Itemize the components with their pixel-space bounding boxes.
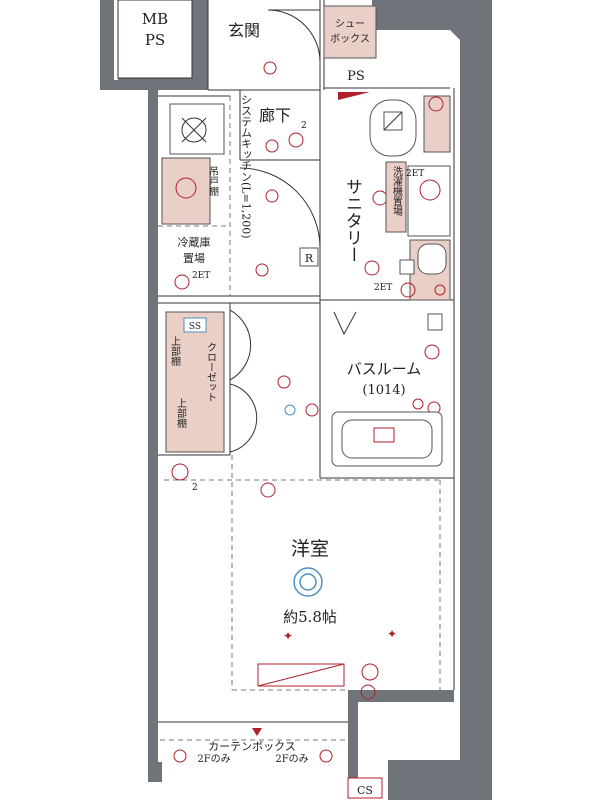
- svg-text:✦: ✦: [387, 627, 397, 641]
- fridge-label-2: 置場: [183, 252, 205, 265]
- washer-label: 洗濯機置場: [391, 166, 403, 217]
- washer-outlet-label: 2ET: [406, 169, 424, 179]
- room-size-label: 約5.8帖: [283, 608, 337, 626]
- mb-label: MB: [142, 10, 168, 28]
- upper-shelf-left-label: 上部棚: [169, 336, 181, 367]
- western-room: 洋室 約5.8帖 ✦ ✦: [257, 482, 397, 700]
- bathroom: バスルーム (1014): [331, 311, 443, 467]
- kitchen: 吊戸棚 システムキッチン(L=1,200) 冷蔵庫 置場 2ET: [161, 94, 253, 290]
- dashed-lines: [158, 96, 441, 741]
- system-kitchen-label: システムキッチン(L=1,200): [240, 94, 253, 239]
- cs-label: CS: [357, 784, 373, 797]
- bathroom-size: (1014): [362, 383, 405, 398]
- hallway-label: 廊下: [259, 106, 291, 125]
- ps-label: PS: [347, 69, 365, 84]
- upper-shelf-right-label: 上部棚: [175, 398, 187, 429]
- hanging-cabinet-label: 吊戸棚: [207, 166, 219, 197]
- entrance-light: [263, 61, 277, 75]
- only-2f-right: 2Fのみ: [275, 754, 308, 765]
- fridge-label-1: 冷蔵庫: [178, 235, 211, 249]
- curtain-box-label: カーテンボックス: [208, 740, 296, 753]
- ps-label-shaft: PS: [145, 31, 165, 49]
- sanitary-label: サニタリー: [342, 178, 362, 263]
- svg-text:✦: ✦: [283, 629, 293, 643]
- fridge-outlet-label: 2ET: [192, 271, 210, 281]
- closet: SS 上部棚 クローゼット 上部棚 2: [165, 309, 319, 493]
- interior-walls: [158, 0, 455, 723]
- hallway-mark: 2: [301, 121, 307, 131]
- entrance: 玄関: [228, 9, 321, 75]
- shoe-box-label-1: シュー: [335, 19, 365, 30]
- curtain-box: カーテンボックス 2Fのみ 2Fのみ CS: [173, 728, 383, 799]
- mbps-shaft: MB PS: [117, 0, 193, 79]
- sanitary-outlet-label: 2ET: [374, 283, 392, 293]
- closet-label: クローゼット: [205, 342, 217, 402]
- fridge-r-label: R: [305, 252, 314, 265]
- only-2f-left: 2Fのみ: [197, 754, 230, 765]
- entrance-door-swing: [267, 9, 321, 63]
- ss-label: SS: [189, 322, 201, 332]
- closet-mark: 2: [192, 483, 198, 493]
- sanitary: サニタリー 洗濯機置場 2ET 2ET: [338, 92, 451, 301]
- western-room-label: 洋室: [291, 538, 329, 560]
- shoe-box-label-2: ボックス: [330, 33, 370, 45]
- hallway: 廊下 2 R: [239, 106, 321, 277]
- shoe-box: シュー ボックス PS: [323, 5, 377, 84]
- entrance-label: 玄関: [228, 21, 260, 40]
- sanitary-door-swing: [239, 167, 321, 249]
- bathroom-label: バスルーム: [347, 360, 422, 378]
